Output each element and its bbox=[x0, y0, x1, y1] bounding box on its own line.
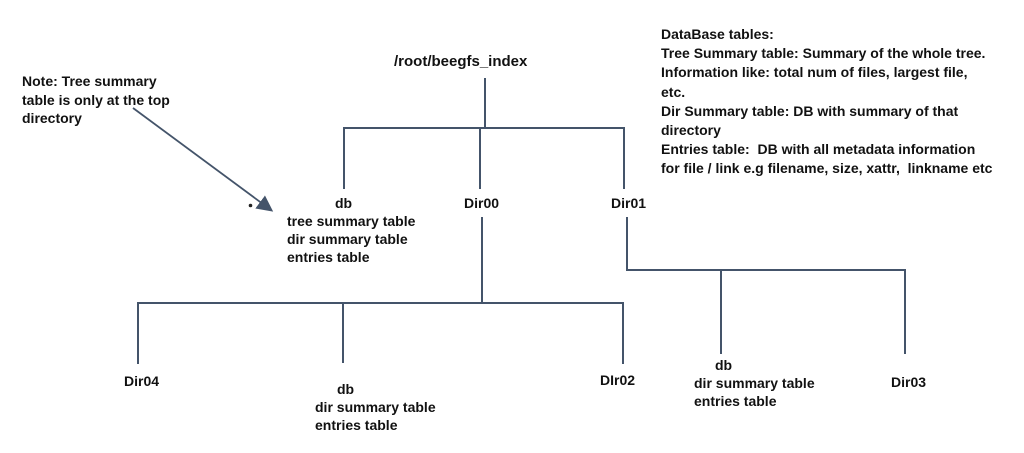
connector-db-dir01-drop bbox=[720, 269, 722, 354]
connector-db-root-drop bbox=[343, 127, 345, 189]
connector-dir01-children-horizontal bbox=[626, 269, 906, 271]
connector-db-dir00-drop bbox=[342, 302, 344, 363]
node-db-dir00-label: db bbox=[337, 381, 355, 397]
connector-dir03-drop bbox=[904, 269, 906, 354]
stray-dot bbox=[248, 203, 253, 208]
node-db-dir01-tables: dir summary table entries table bbox=[694, 375, 815, 409]
node-db-root-tables: tree summary table dir summary table ent… bbox=[287, 213, 416, 265]
node-dir04-label: Dir04 bbox=[124, 373, 160, 389]
note-text: Note: Tree summary table is only at the … bbox=[22, 73, 170, 126]
root-path-label: /root/beegfs_index bbox=[394, 53, 528, 70]
connector-dir01-drop bbox=[623, 127, 625, 189]
connector-dir04-drop bbox=[137, 302, 139, 364]
database-tables-legend: DataBase tables: Tree Summary table: Sum… bbox=[661, 26, 993, 177]
node-dir01-label: Dir01 bbox=[611, 195, 647, 211]
connector-dir02-drop bbox=[622, 302, 624, 364]
node-dir03-label: Dir03 bbox=[891, 374, 927, 390]
connector-dir01-to-children bbox=[626, 217, 628, 271]
connector-dir00-drop bbox=[479, 127, 481, 189]
connector-dir00-children-horizontal bbox=[137, 302, 624, 304]
node-db-root-label: db bbox=[335, 195, 353, 211]
connector-dir00-to-children bbox=[481, 217, 483, 304]
node-db-dir00-tables: dir summary table entries table bbox=[315, 399, 436, 433]
node-dir02-label: DIr02 bbox=[600, 372, 636, 388]
connector-level1-horizontal bbox=[343, 127, 625, 129]
connector-root-vertical bbox=[484, 78, 486, 129]
node-dir00-label: Dir00 bbox=[464, 195, 500, 211]
node-db-dir01-label: db bbox=[715, 357, 733, 373]
